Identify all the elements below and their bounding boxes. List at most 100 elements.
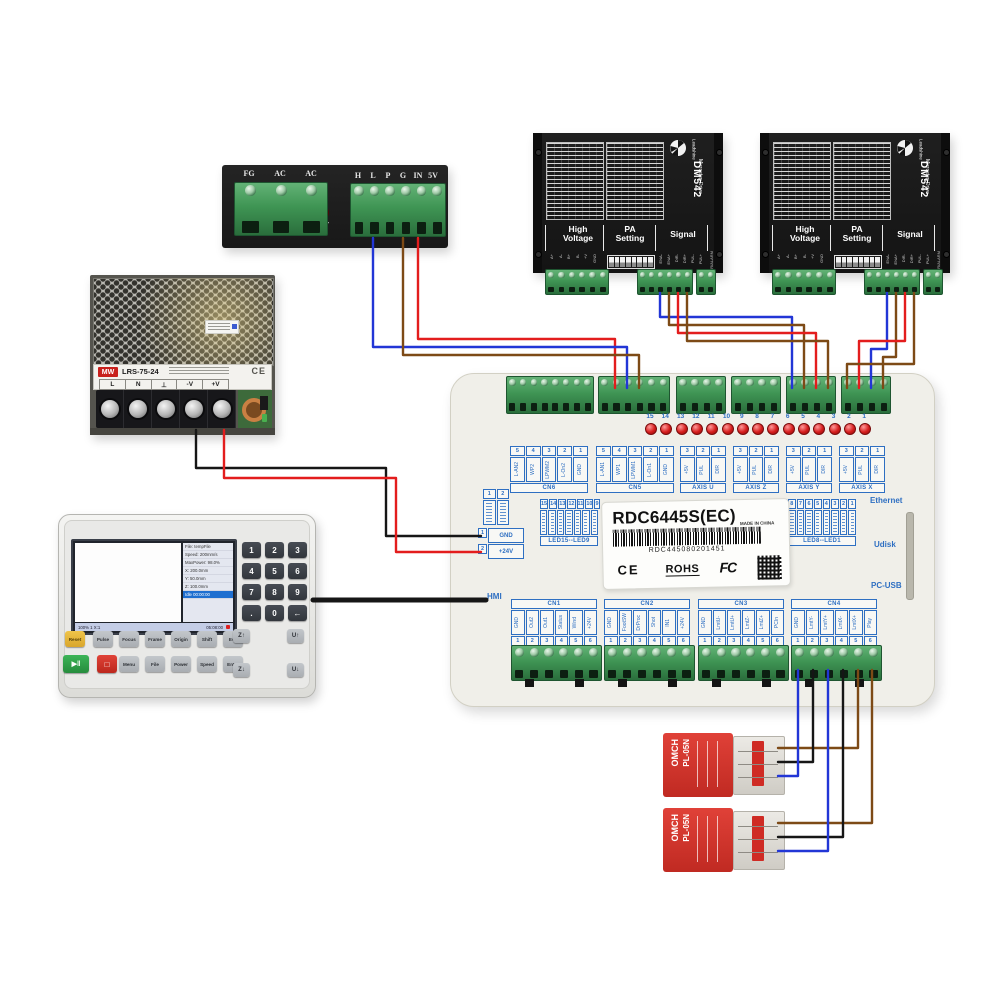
numkey-←[interactable]: ← [288,605,307,621]
terminal-slot [785,286,792,292]
jogkey-3[interactable]: U↓ [287,663,304,677]
pin-number: 5 [510,446,525,456]
fkey-file[interactable]: File [145,656,165,672]
terminal-pin [550,377,561,413]
pin-label: Out1 [540,610,554,635]
numkey-7[interactable]: 7 [242,584,261,600]
fkey-origin[interactable]: Origin [171,631,191,647]
numkey-4[interactable]: 4 [242,563,261,579]
fkey-pulse[interactable]: Pulse [93,631,113,647]
dip-switch [648,257,653,267]
hv-terminal-block [545,269,609,295]
terminal-screw [584,379,591,386]
terminal-screw [544,648,554,658]
driver-series: Microstep Drive [697,159,703,194]
board-top-terminal-5 [786,376,836,414]
numkey-0[interactable]: 0 [265,605,284,621]
terminal-pin [649,646,664,680]
hmi-label: HMI [487,592,502,601]
stop-key[interactable]: □ [97,655,117,673]
terminal-pin [836,646,851,680]
fkey-focus[interactable]: Focus [119,631,139,647]
numkey-3[interactable]: 3 [288,542,307,558]
pin-label [822,510,831,535]
jogkey-1[interactable]: U↑ [287,629,304,643]
pin-label: LmtZ- [741,610,755,635]
terminal-pin [822,646,837,680]
sensor-pin [738,764,778,765]
psu-screw [184,400,203,418]
numkey-9[interactable]: 9 [288,584,307,600]
signal-pin-label: PUL- [917,254,922,264]
jogkey-0[interactable]: Z↑ [233,629,250,643]
start-pause-key[interactable]: ▶‖ [63,655,89,673]
terminal-slot [530,670,539,678]
terminal-slot [552,402,559,411]
mount-hole [762,251,769,258]
terminal-pin [811,377,823,413]
pin-label: LmtZ+ [756,610,770,635]
fkey-power[interactable]: Power [171,656,191,672]
numkey-2[interactable]: 2 [265,542,284,558]
psu-base [90,428,275,435]
terminal-slot [880,402,888,411]
psu-screw-cell [208,390,236,428]
fkey-menu[interactable]: Menu [119,656,139,672]
section-high-voltage: High Voltage [562,224,594,244]
alarm-terminal-block [923,269,943,295]
dip-switch [852,257,858,267]
qr-code [757,555,782,580]
pin-label-fineprint [558,513,563,532]
terminal-screw [588,648,599,658]
led-number: 14 [661,413,669,420]
connector-name: CN3 [698,599,784,609]
pin-label: +5V [839,457,854,482]
pin-label-fineprint [567,513,571,532]
terminal-pin [665,270,674,294]
fkey-shift[interactable]: Shift [197,631,217,647]
pin-label: PUL [854,457,870,482]
terminal-pin [235,183,266,235]
terminal-pin [701,377,713,413]
pin-label: WP2 [525,457,541,482]
terminal-pin [611,377,623,413]
terminal-pin [792,646,807,680]
pin-number: 2 [854,446,870,456]
sensor-fineprint [707,816,708,862]
psu-ce-mark: CE [251,366,266,376]
driver-flange [714,133,723,273]
pin-number: 2 [557,446,573,456]
terminal-pin [638,270,647,294]
reset-key[interactable]: Reset [65,631,85,647]
pin-number: 2 [695,446,711,456]
terminal-pin [429,184,445,236]
terminal-pin [398,184,414,236]
pin-number: 1 [573,446,588,456]
numkey-5[interactable]: 5 [265,563,284,579]
jogkey-2[interactable]: Z↓ [233,663,250,677]
terminal-slot [708,286,713,292]
numkey-6[interactable]: 6 [288,563,307,579]
laser-terminal-label: H [354,171,362,180]
fkey-frame[interactable]: Frame [145,631,165,647]
pin-label-fineprint [790,513,794,532]
numkey-8[interactable]: 8 [265,584,284,600]
power-pin-number: 1 [478,528,487,538]
signal-pin-label: DIR+ [909,254,914,264]
terminal-slot [541,402,548,411]
pin-label: Play [863,610,877,635]
screen-work-area [75,543,181,622]
numkey-.[interactable]: . [242,605,261,621]
numkey-1[interactable]: 1 [242,542,261,558]
board-top-terminal-1 [506,376,594,414]
terminal-screw [746,648,756,658]
terminal-slot [563,402,570,411]
laser-terminal-label: FG [243,169,255,178]
screen-info-row: MaxPower: 98.0% [183,559,233,567]
fkey-speed[interactable]: Speed [197,656,217,672]
connector-name: AXIS X [839,483,885,493]
terminal-pin [598,270,608,294]
